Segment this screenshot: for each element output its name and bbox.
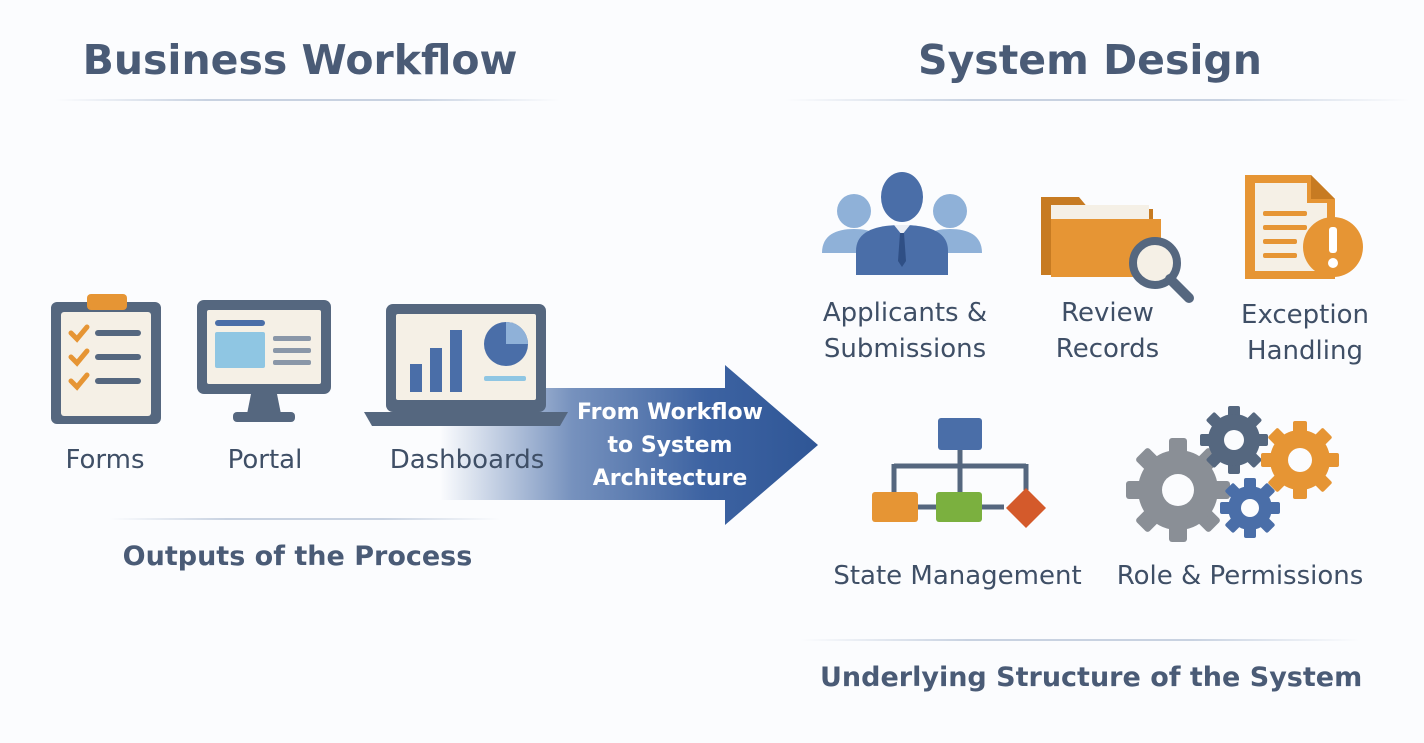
applicants-label: Applicants & Submissions [810,295,1000,367]
right-section-title: System Design [918,36,1262,84]
state-management-label: State Management [833,561,1082,591]
exception-handling-item: Exception Handling [1225,165,1385,375]
arrow-caption-line-2: to System [607,433,733,458]
gears-icon [1126,406,1339,542]
review-records-label-line-1: Review [1061,298,1154,328]
right-title-divider [785,99,1410,101]
people-group-icon [822,172,982,275]
forms-item: Forms [40,290,170,490]
dashboards-label: Dashboards [389,445,545,475]
left-caption-divider [110,518,500,520]
laptop-chart-icon [364,304,568,426]
right-caption: Underlying Structure of the System [820,662,1363,693]
portal-item: Portal [195,290,335,490]
role-permissions-label: Role & Permissions [1116,561,1364,591]
review-records-item: Review Records [1025,165,1200,375]
arrow-caption: From Workflow to System Architecture [565,396,775,495]
role-permissions-item: Role & Permissions [1110,400,1370,600]
dashboards-item: Dashboards [362,290,572,490]
review-records-label: Review Records [1025,295,1190,367]
exception-handling-label-line-2: Handling [1247,336,1363,366]
portal-label: Portal [227,445,303,475]
state-management-item: State Management [830,410,1085,600]
folder-search-icon [1041,197,1194,303]
flowchart-icon [872,418,1046,528]
applicants-item: Applicants & Submissions [810,165,1000,375]
arrow-caption-line-3: Architecture [592,466,748,491]
exception-handling-label-line-1: Exception [1241,300,1369,330]
clipboard-checklist-icon [51,294,161,424]
left-section-title: Business Workflow [82,36,518,84]
applicants-label-line-2: Submissions [823,334,987,364]
left-caption: Outputs of the Process [122,541,473,572]
arrow-caption-line-1: From Workflow [577,400,763,425]
right-caption-divider [800,639,1360,641]
desktop-monitor-icon [197,300,331,422]
document-alert-icon [1245,175,1363,279]
left-title-divider [55,99,560,101]
review-records-label-line-2: Records [1055,334,1160,364]
applicants-label-line-1: Applicants & [822,298,988,328]
forms-label: Forms [65,445,145,475]
exception-handling-label: Exception Handling [1225,297,1385,369]
